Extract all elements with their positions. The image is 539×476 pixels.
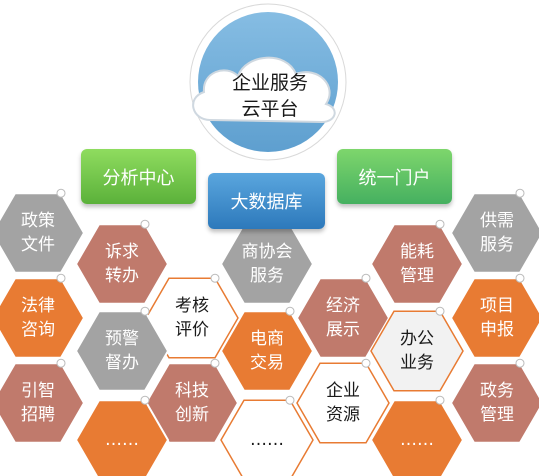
cloud-icon — [192, 56, 336, 124]
hex-label-line2: 招聘 — [21, 405, 55, 425]
hex-label-line1: 诉求 — [105, 242, 139, 262]
hex-dot — [56, 273, 66, 283]
hex-label-line1: 法律 — [21, 296, 55, 316]
hex-label-tech: 科技创新 — [147, 379, 237, 427]
hex-label-line1: 科技 — [175, 381, 209, 401]
hex-label-line1: 能耗 — [400, 242, 434, 262]
hex-label-office: 办公业务 — [372, 327, 462, 375]
hex-dot — [140, 395, 150, 405]
big-database-box: 大数据库 — [208, 173, 325, 229]
hex-dot — [210, 358, 220, 368]
hex-label-line2: 创新 — [175, 405, 209, 425]
hex-label-line1: 企业 — [326, 381, 360, 401]
analysis-center-box: 分析中心 — [81, 149, 196, 204]
hex-label-project: 项目申报 — [452, 294, 539, 342]
hex-label-line2: 资源 — [326, 405, 360, 425]
hex-label-line2: 申报 — [480, 320, 514, 340]
hex-label-resources: 企业资源 — [298, 379, 388, 427]
hex-label-line1: 考核 — [175, 296, 209, 316]
hex-dot — [285, 395, 295, 405]
hex-label-supply: 供需服务 — [452, 209, 539, 257]
hex-label-line1: 预警 — [105, 329, 139, 349]
hex-dot — [515, 273, 525, 283]
hex-dot — [56, 358, 66, 368]
hex-label-line1: …… — [250, 430, 284, 450]
hex-label-line1: 项目 — [480, 296, 514, 316]
cloud-title: 企业服务 云平台 — [205, 70, 335, 122]
hex-label-line1: 政务 — [480, 381, 514, 401]
hex-label-line1: …… — [105, 430, 139, 450]
hex-label-line2: 展示 — [326, 320, 360, 340]
hex-label-line2: 管理 — [480, 405, 514, 425]
hex-dot — [435, 395, 445, 405]
hex-dot — [361, 273, 371, 283]
hex-label-line2: 业务 — [400, 353, 434, 373]
hex-label-ecommerce: 电商交易 — [222, 327, 312, 375]
hex-dot — [140, 219, 150, 229]
hex-grid — [0, 188, 539, 476]
hex-dot — [285, 306, 295, 316]
cloud-title-line1: 企业服务 — [231, 72, 308, 94]
hex-label-line2: 文件 — [21, 235, 55, 255]
hex-dot — [435, 306, 445, 316]
hex-dot — [361, 358, 371, 368]
hex-label-appeal: 诉求转办 — [77, 240, 167, 288]
hex-dot — [435, 219, 445, 229]
hex-label-more2: …… — [222, 428, 312, 452]
hex-label-more1: …… — [77, 428, 167, 452]
hex-label-economy: 经济展示 — [298, 294, 388, 342]
hex-label-gov: 政务管理 — [452, 379, 539, 427]
hex-label-line2: 督办 — [105, 353, 139, 373]
hex-label-line2: 咨询 — [21, 320, 55, 340]
hex-label-line1: 政策 — [21, 211, 55, 231]
hex-dot — [56, 188, 66, 198]
hex-label-assess: 考核评价 — [147, 294, 237, 342]
hex-label-line1: 经济 — [326, 296, 360, 316]
hex-label-line2: 转办 — [105, 266, 139, 286]
hex-label-policy: 政策文件 — [0, 209, 83, 257]
hex-label-chamber: 商协会服务 — [222, 240, 312, 288]
hex-label-legal: 法律咨询 — [0, 294, 83, 342]
hex-label-energy: 能耗管理 — [372, 240, 462, 288]
hex-label-more3: …… — [372, 428, 462, 452]
hex-label-line1: …… — [400, 430, 434, 450]
hex-label-line2: 评价 — [175, 320, 209, 340]
hex-label-line2: 交易 — [250, 353, 284, 373]
hex-dot — [140, 306, 150, 316]
hex-label-line1: 引智 — [21, 381, 55, 401]
hex-label-line2: 服务 — [480, 235, 514, 255]
hex-label-talent: 引智招聘 — [0, 379, 83, 427]
hex-label-line2: 管理 — [400, 266, 434, 286]
hex-dot — [515, 188, 525, 198]
hex-label-line1: 商协会 — [241, 242, 293, 262]
hex-dot — [515, 358, 525, 368]
hex-label-line1: 供需 — [480, 211, 514, 231]
cloud-title-line2: 云平台 — [241, 98, 299, 120]
unified-portal-box: 统一门户 — [337, 149, 452, 204]
hex-label-line1: 办公 — [400, 329, 434, 349]
hex-label-warning: 预警督办 — [77, 327, 167, 375]
hex-dot — [210, 273, 220, 283]
hex-label-line1: 电商 — [250, 329, 284, 349]
hex-label-line2: 服务 — [250, 266, 284, 286]
